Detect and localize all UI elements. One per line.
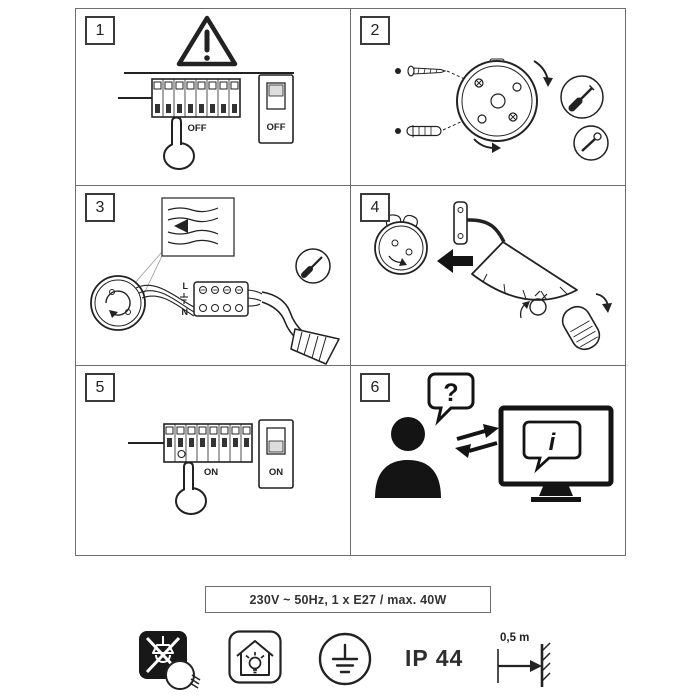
monitor-icon: i bbox=[498, 405, 614, 502]
min-distance-icon: 0,5 m bbox=[497, 632, 551, 687]
screw-detail-icon bbox=[573, 125, 609, 161]
protection-class-badge bbox=[318, 632, 372, 686]
info-label: i bbox=[549, 429, 557, 456]
lamp-shade bbox=[290, 328, 340, 365]
rotation-arrow-icon bbox=[473, 60, 553, 153]
terminal-block bbox=[193, 281, 249, 317]
warning-triangle-icon bbox=[176, 15, 238, 67]
house-bulb-icon bbox=[228, 630, 282, 684]
step-number: 1 bbox=[85, 16, 115, 45]
terminal-label-live: L bbox=[183, 281, 189, 291]
step-number: 4 bbox=[360, 193, 390, 222]
cable-wires bbox=[135, 284, 195, 317]
question-bubble: ? bbox=[427, 372, 475, 426]
info-bubble: i bbox=[522, 420, 582, 474]
step-number: 5 bbox=[85, 373, 115, 402]
bulb-icon bbox=[519, 290, 548, 319]
lamp-shade bbox=[471, 241, 578, 301]
spec-text: 230V ~ 50Hz, 1 x E27 / max. 40W bbox=[249, 592, 447, 607]
step4-illustration bbox=[374, 201, 612, 351]
step3-illustration: L N bbox=[90, 197, 340, 365]
fusebox-on-label: ON bbox=[204, 467, 218, 478]
screwdriver-detail-icon bbox=[560, 75, 604, 119]
distance-label: 0,5 m bbox=[500, 632, 529, 644]
earth-symbol-icon bbox=[180, 293, 188, 304]
switch-on-label: ON bbox=[269, 467, 283, 478]
step-panel-5: 5 bbox=[76, 366, 351, 556]
spec-box: 230V ~ 50Hz, 1 x E27 / max. 40W bbox=[205, 586, 491, 613]
step1-illustration: OFF OFF bbox=[118, 15, 294, 170]
circuit-breaker-panel bbox=[128, 423, 253, 463]
mounting-plate bbox=[90, 275, 146, 331]
ip-rating-badge: IP 44 bbox=[405, 647, 475, 670]
step5-illustration: ON ON bbox=[128, 419, 294, 515]
mounting-plate bbox=[374, 214, 428, 275]
glass-shade bbox=[561, 293, 612, 351]
step-panel-1: 1 bbox=[76, 9, 351, 186]
step2-illustration bbox=[395, 58, 609, 161]
screwdriver-detail-icon bbox=[295, 248, 331, 284]
wall-anchor-icon bbox=[395, 119, 466, 138]
person-silhouette-icon bbox=[375, 417, 441, 498]
direction-arrow-icon bbox=[437, 249, 473, 273]
crossed-lamp-icon bbox=[139, 631, 201, 690]
question-label: ? bbox=[443, 379, 458, 407]
step-number: 3 bbox=[85, 193, 115, 222]
step-number: 2 bbox=[360, 16, 390, 45]
step-panel-3: 3 bbox=[76, 186, 351, 366]
circuit-breaker-panel bbox=[118, 78, 241, 118]
mounting-plate bbox=[456, 58, 538, 142]
house-bulb-badge bbox=[228, 630, 282, 684]
min-distance-badge: 0,5 m bbox=[492, 629, 552, 691]
step-number: 6 bbox=[360, 373, 390, 402]
switch-off-label: OFF bbox=[267, 122, 286, 133]
terminal-label-neutral: N bbox=[182, 307, 189, 317]
wall-bracket bbox=[453, 201, 506, 245]
bulb-overlay-icon bbox=[165, 660, 201, 690]
step6-illustration: ? i bbox=[375, 372, 614, 502]
earth-ground-icon bbox=[318, 632, 372, 686]
screw-icon bbox=[395, 65, 468, 81]
ip-rating-label: IP 44 bbox=[405, 645, 464, 671]
crossed-lamp-badge bbox=[138, 630, 210, 694]
wiring-detail-inset bbox=[133, 197, 235, 303]
step-panel-6: 6 ? bbox=[351, 366, 626, 556]
step-panel-2: 2 bbox=[351, 9, 626, 186]
lamp-arm bbox=[247, 289, 305, 339]
pointing-hand-icon bbox=[163, 116, 195, 170]
fusebox-off-label: OFF bbox=[188, 123, 207, 134]
badges-row: IP 44 0,5 m bbox=[0, 625, 700, 697]
steps-grid: 1 bbox=[75, 8, 626, 556]
step-panel-4: 4 bbox=[351, 186, 626, 366]
wall-switch bbox=[258, 74, 294, 144]
exchange-arrows-icon bbox=[455, 424, 499, 458]
wall-switch bbox=[258, 419, 294, 489]
pointing-hand-icon bbox=[175, 461, 207, 515]
